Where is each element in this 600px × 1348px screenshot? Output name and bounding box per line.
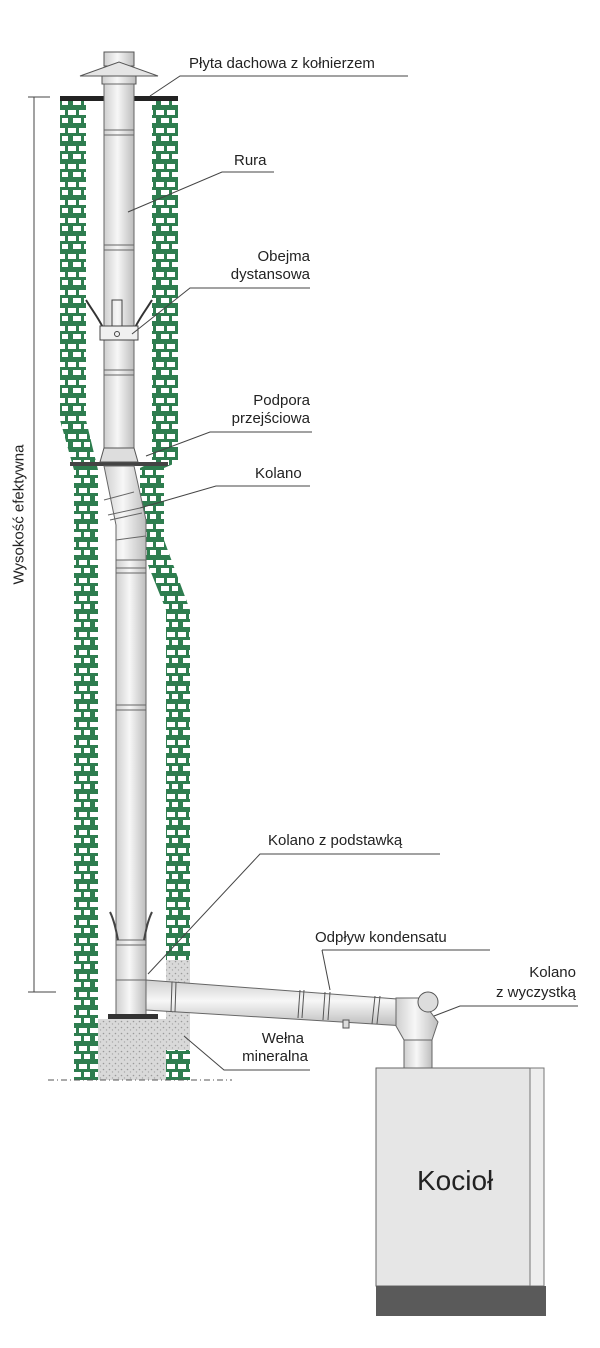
label-transition-support-1: Podpora xyxy=(253,392,310,409)
label-transition-support-2: przejściowa xyxy=(231,410,310,427)
label-cleanout-elbow-1: Kolano xyxy=(529,964,576,981)
label-roof-plate: Płyta dachowa z kołnierzem xyxy=(189,55,375,72)
chimney-wall-right xyxy=(140,100,190,1080)
label-base-elbow: Kolano z podstawką xyxy=(268,832,403,849)
base-elbow xyxy=(108,979,158,1019)
label-elbow: Kolano xyxy=(255,465,302,482)
boiler xyxy=(375,1067,546,1316)
label-spacer-clamp-1: Obejma xyxy=(257,248,310,265)
cleanout-elbow xyxy=(395,991,439,1071)
label-boiler: Kocioł xyxy=(417,1165,494,1196)
label-cleanout-elbow-2: z wyczystką xyxy=(495,984,576,1001)
pipe-upper xyxy=(103,83,135,465)
leader-lines xyxy=(127,75,578,1071)
transition-support xyxy=(70,447,168,466)
label-mineral-wool-1: Wełna xyxy=(261,1030,304,1047)
chimney-wall-left xyxy=(60,100,98,1080)
effective-height-dimension xyxy=(28,96,56,993)
label-spacer-clamp-2: dystansowa xyxy=(230,266,310,283)
horizontal-flue xyxy=(145,979,411,1029)
label-mineral-wool-2: mineralna xyxy=(242,1048,308,1065)
mineral-wool-bottom xyxy=(98,1019,166,1080)
pipe-elbow xyxy=(103,465,147,561)
chimney-cap xyxy=(79,51,159,85)
label-effective-height: Wysokość efektywna xyxy=(10,444,28,585)
label-condensate-drain: Odpływ kondensatu xyxy=(315,929,447,946)
pipe-lower xyxy=(109,559,153,981)
label-pipe: Rura xyxy=(234,152,267,169)
spacer-clamp xyxy=(85,299,153,341)
